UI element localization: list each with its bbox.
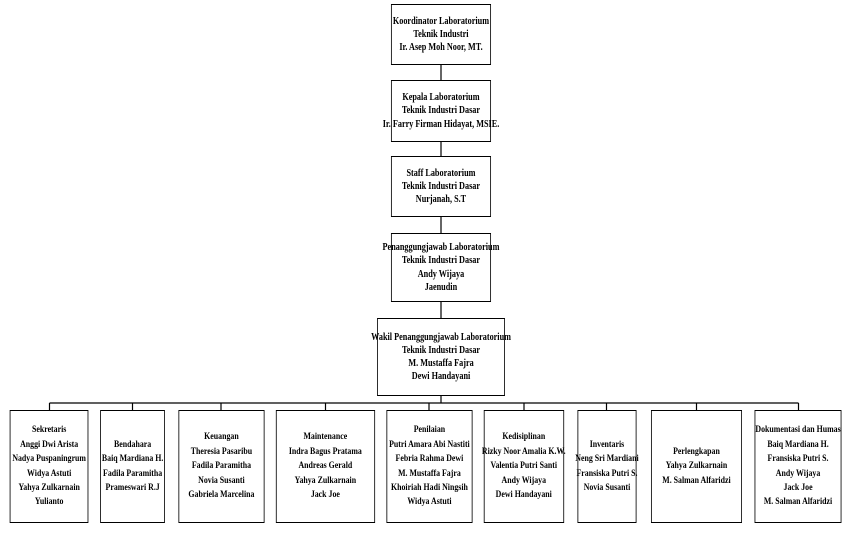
member-name: Yahya Zulkarnain xyxy=(18,481,81,493)
member-name: Febria Rahma Dewi xyxy=(395,453,463,465)
member-name: Teknik Industri Dasar xyxy=(401,344,481,356)
member-name: Teknik Industri Dasar xyxy=(401,255,481,267)
box-title: Kepala Laboratorium xyxy=(402,92,480,104)
member-name: Jack Joe xyxy=(310,489,341,501)
member-name: Indra Bagus Pratama xyxy=(288,445,362,457)
member-name: M. Mustaffa Fajra xyxy=(408,358,474,369)
member-name: Fadila Paramitha xyxy=(102,467,163,479)
member-name: Rizky Noor Amalia K.W. xyxy=(482,445,566,457)
member-name: Yahya Zulkarnain xyxy=(665,460,728,472)
member-name: Dewi Handayani xyxy=(495,489,553,501)
member-name: Valentia Putri Santi xyxy=(490,460,558,472)
member-name: Neng Sri Mardiani xyxy=(574,453,639,465)
member-name: M. Salman Alfaridzi xyxy=(662,474,731,486)
member-name: Nurjanah, S.T xyxy=(415,194,467,206)
box-title: Wakil Penanggungjawab Laboratorium xyxy=(371,331,511,343)
box-title: Keuangan xyxy=(203,431,239,443)
member-name: Teknik Industri xyxy=(413,28,469,40)
box-title: Dokumentasi dan Humas xyxy=(755,424,842,436)
member-name: Khoiriah Hadi Ningsih xyxy=(390,481,468,493)
box-title: Koordinator Laboratorium xyxy=(392,15,490,27)
box-title: Penilaian xyxy=(413,424,445,436)
member-name: Novia Susanti xyxy=(197,474,245,486)
member-name: Nadya Puspaningrum xyxy=(12,453,87,465)
member-name: Fransiska Putri S. xyxy=(576,467,637,479)
member-name: Fadila Paramitha xyxy=(191,460,251,472)
box-title: Penanggungjawab Laboratorium xyxy=(382,242,500,254)
member-name: Fransiska Putri S. xyxy=(768,453,829,465)
member-name: Andreas Gerald xyxy=(298,460,353,472)
member-name: Novia Susanti xyxy=(583,481,630,493)
member-name: Teknik Industri Dasar xyxy=(401,180,481,192)
box-title: Perlengkapan xyxy=(673,445,720,457)
member-name: Ir. Farry Firman Hidayat, MSIE. xyxy=(382,118,500,130)
member-name: Yahya Zulkarnain xyxy=(294,474,357,486)
member-name: Andy Wijaya xyxy=(417,268,465,280)
member-name: Anggi Dwi Arista xyxy=(20,438,79,450)
box-title: Kedisiplinan xyxy=(502,431,546,443)
member-name: Putri Amara Abi Nastiti xyxy=(388,438,470,450)
member-name: Widya Astuti xyxy=(27,467,72,479)
member-name: Jaenudin xyxy=(424,281,458,293)
member-name: Ir. Asep Moh Noor, MT. xyxy=(399,42,483,54)
member-name: Gabriela Marcelina xyxy=(187,489,255,501)
member-name: M. Mustaffa Fajra xyxy=(397,467,461,479)
member-name: Yulianto xyxy=(35,496,64,508)
box-title: Bendahara xyxy=(113,438,152,450)
member-name: Baiq Mardiana H. xyxy=(101,453,164,465)
member-name: Prameswari R.J xyxy=(105,481,160,493)
member-name: Dewi Handayani xyxy=(411,371,471,383)
box-title: Staff Laboratorium xyxy=(406,167,476,179)
member-name: Theresia Pasaribu xyxy=(190,445,252,457)
box-title: Maintenance xyxy=(303,431,348,443)
member-name: Andy Wijaya xyxy=(776,467,821,479)
member-name: Teknik Industri Dasar xyxy=(401,105,481,117)
member-name: Widya Astuti xyxy=(406,496,452,508)
box-title: Inventaris xyxy=(589,438,624,450)
member-name: Andy Wijaya xyxy=(501,474,547,486)
box-title: Sekretaris xyxy=(32,424,67,436)
member-name: Baiq Mardiana H. xyxy=(767,438,830,450)
member-name: Jack Joe xyxy=(783,481,814,493)
member-name: M. Salman Alfaridzi xyxy=(764,496,833,508)
